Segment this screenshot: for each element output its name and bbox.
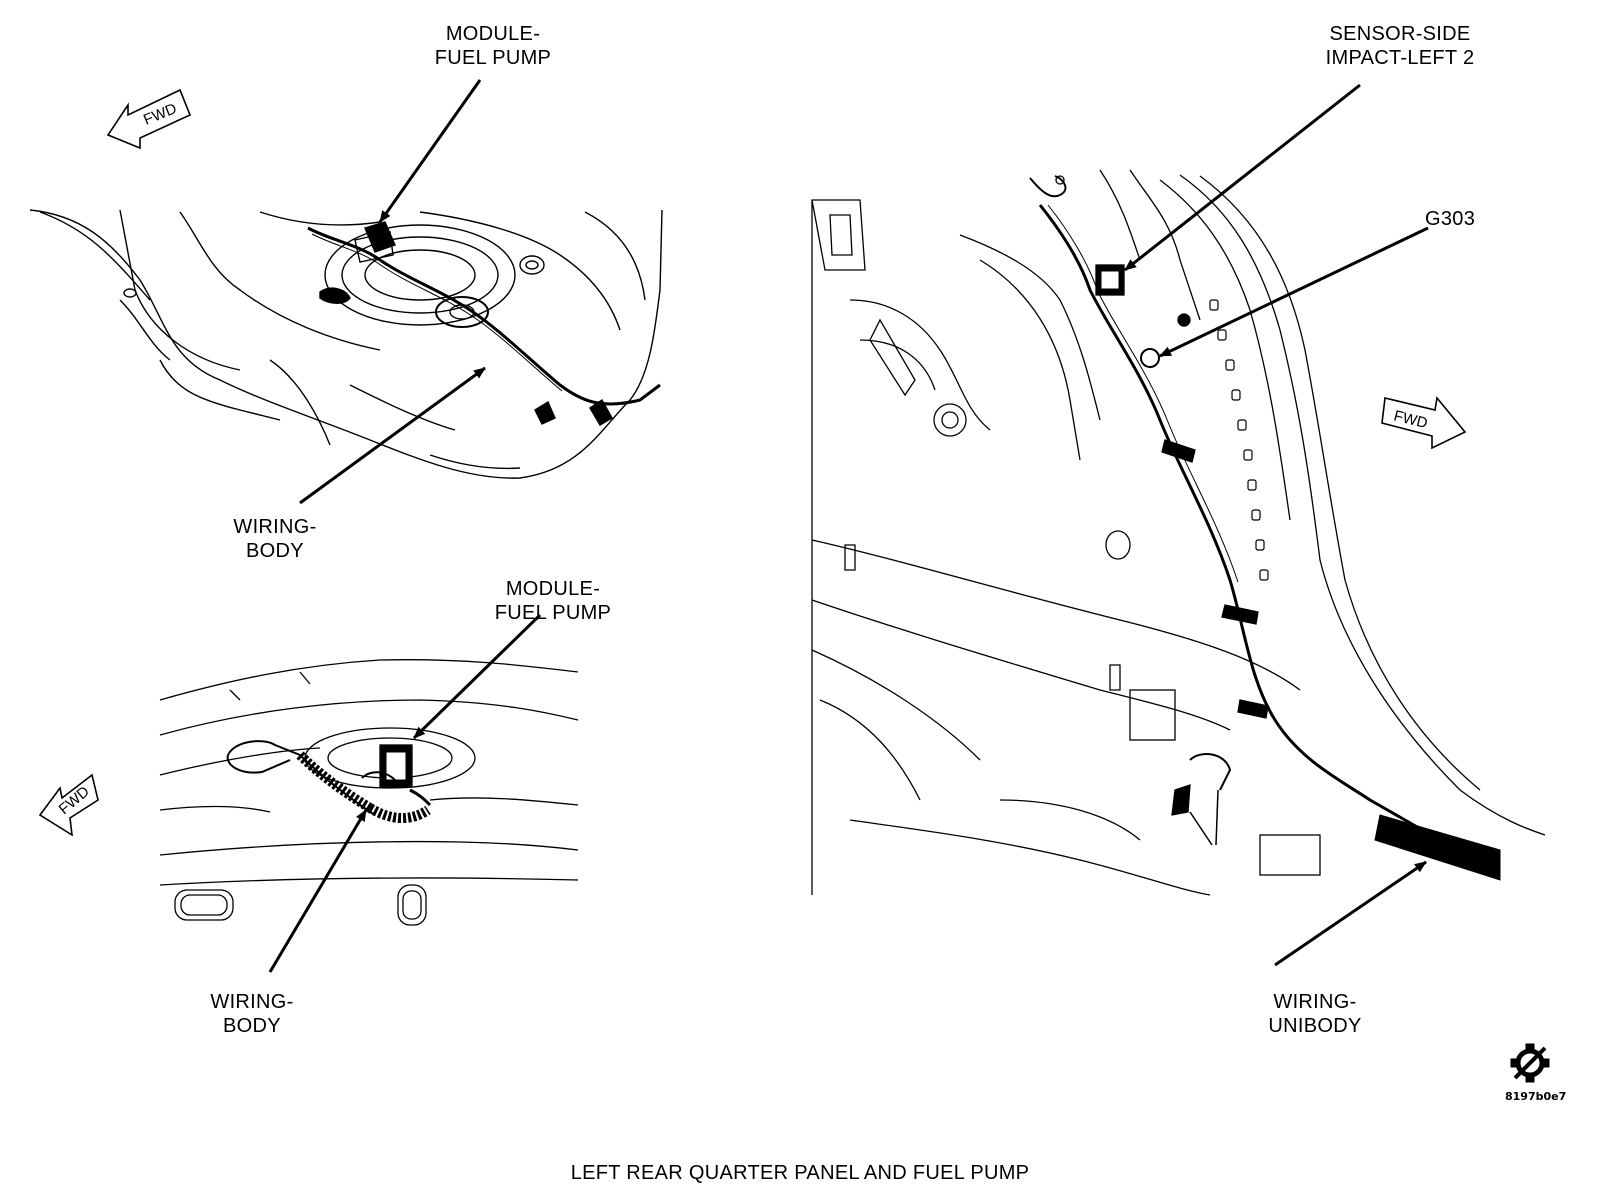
leaders-bottom-left xyxy=(268,613,542,973)
leaders-right xyxy=(1124,83,1429,967)
leaders-top-left xyxy=(299,79,486,505)
view-top-left-drawing xyxy=(29,209,663,479)
label-module-fuel-pump-bottom: MODULE- FUEL PUMP xyxy=(478,577,628,625)
view-bottom-left-drawing xyxy=(159,659,579,926)
figure-caption: LEFT REAR QUARTER PANEL AND FUEL PUMP xyxy=(570,1162,1030,1184)
label-line: BODY xyxy=(223,1015,281,1037)
figure-code: 8197b0e7 xyxy=(1505,1090,1567,1103)
label-line: MODULE- xyxy=(505,578,601,600)
fwd-arrow-right: FWD xyxy=(1381,396,1467,450)
label-line: WIRING- xyxy=(233,516,317,538)
label-line: SENSOR-SIDE xyxy=(1329,23,1471,45)
label-wiring-body-top: WIRING- BODY xyxy=(215,515,335,563)
label-wiring-body-bottom: WIRING- BODY xyxy=(192,990,312,1038)
label-wiring-unibody: WIRING- UNIBODY xyxy=(1250,990,1380,1038)
fwd-arrow-top-left: FWD xyxy=(106,88,192,150)
label-line: BODY xyxy=(246,540,304,562)
label-line: MODULE- xyxy=(445,23,541,45)
label-module-fuel-pump-top: MODULE- FUEL PUMP xyxy=(418,22,568,70)
label-line: FUEL PUMP xyxy=(494,602,612,624)
label-line: WIRING- xyxy=(210,991,294,1013)
label-g303: G303 xyxy=(1425,208,1476,230)
label-line: WIRING- xyxy=(1273,991,1357,1013)
label-line: FUEL PUMP xyxy=(434,47,552,69)
view-right-drawing xyxy=(811,169,1546,896)
label-line: UNIBODY xyxy=(1268,1015,1362,1037)
label-line: IMPACT-LEFT 2 xyxy=(1325,47,1475,69)
label-sensor-side-impact: SENSOR-SIDE IMPACT-LEFT 2 xyxy=(1300,22,1500,70)
service-wrench-gear-icon xyxy=(1510,1043,1550,1083)
fwd-arrow-bottom-left: FWD xyxy=(38,773,99,837)
